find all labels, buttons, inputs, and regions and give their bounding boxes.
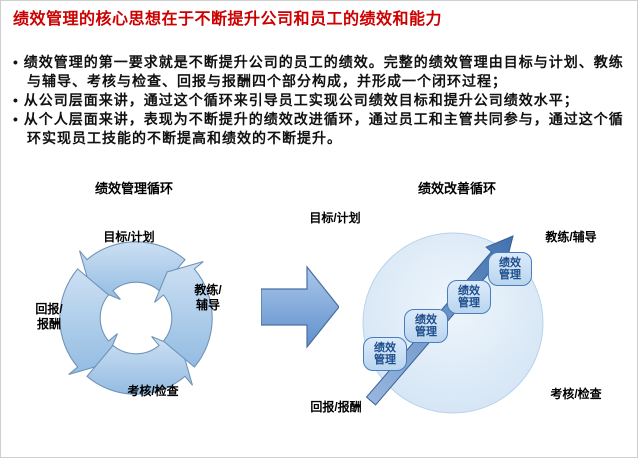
cycle-label-review-check: 考核/检查 <box>127 384 179 398</box>
cycle-label-coach-guide: 教练/ 辅导 <box>194 283 222 312</box>
improvement-label-coach-guide: 教练/辅导 <box>545 230 597 244</box>
cycle-arrow-right-icon <box>154 261 213 368</box>
cycle-diagram-title: 绩效管理循环 <box>94 181 173 196</box>
bullet-item: • 绩效管理的第一要求就是不断提升公司的员工的绩效。完整的绩效管理由目标与计划、… <box>13 54 624 89</box>
cycle-diagram-svg <box>59 241 213 395</box>
performance-step-box: 绩效 管理 <box>488 252 532 286</box>
improvement-diagram-title: 绩效改善循环 <box>417 181 496 196</box>
slide-title: 绩效管理的核心思想在于不断提升公司和员工的绩效和能力 <box>13 11 443 28</box>
improvement-label-review-check: 考核/检查 <box>550 387 602 401</box>
cycle-arrow-left-icon <box>59 268 118 375</box>
bullet-list: • 绩效管理的第一要求就是不断提升公司的员工的绩效。完整的绩效管理由目标与计划、… <box>13 53 631 148</box>
cycle-arrow-bottom-icon <box>86 336 193 395</box>
bullet-item: • 从个人层面来讲，表现为不断提升的绩效改进循环，通过员工和主管共同参与，通过这… <box>13 111 624 146</box>
improvement-label-goal-plan: 目标/计划 <box>309 211 361 225</box>
cycle-label-goal-plan: 目标/计划 <box>103 230 155 244</box>
bullet-item: • 从公司层面来讲，通过这个循环来引导员工实现公司绩效目标和提升公司绩效水平； <box>13 92 579 108</box>
transition-arrow-icon <box>261 265 339 349</box>
performance-step-box: 绩效 管理 <box>363 337 407 371</box>
improvement-label-reward-return: 回报/报酬 <box>310 400 362 414</box>
performance-step-box: 绩效 管理 <box>447 280 491 314</box>
performance-step-box: 绩效 管理 <box>404 309 448 343</box>
cycle-label-reward-return: 回报/ 报酬 <box>35 302 63 331</box>
cycle-arrow-top-icon <box>79 241 186 300</box>
